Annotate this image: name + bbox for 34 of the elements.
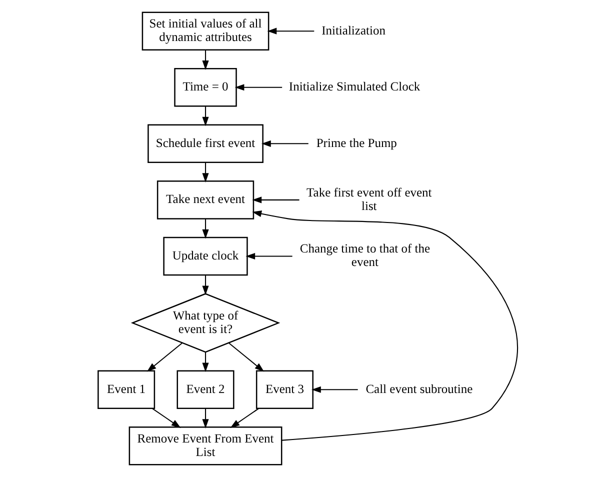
node-box: Event 1: [97, 370, 155, 409]
node-text: Initialize Simulated Clock: [288, 80, 420, 94]
arrow: [202, 162, 208, 182]
arrow: [151, 408, 180, 428]
arrow: [234, 84, 282, 91]
node-box: Remove Event From Event List: [128, 426, 282, 466]
arrow: [245, 252, 292, 260]
node-text: Prime the Pump: [316, 136, 396, 150]
arrow: [252, 196, 299, 204]
arrow: [261, 140, 308, 147]
arrow: [202, 408, 208, 428]
node-box: Event 3: [255, 370, 313, 409]
arrow: [202, 218, 208, 239]
arrow: [202, 50, 208, 70]
node-text: Take first event off event list: [306, 185, 432, 213]
node-box: Set initial values of all dynamic attributes: [141, 12, 269, 50]
arrow: [266, 28, 314, 34]
arrow: [230, 408, 259, 428]
node-box: Update clock: [162, 236, 248, 276]
arrow: [202, 352, 208, 372]
node-box: Schedule first event: [147, 124, 263, 164]
node-box: Time = 0: [174, 68, 236, 107]
node-box: Take next event: [156, 180, 254, 220]
node-text: Call event subroutine: [365, 382, 472, 396]
arrow: [311, 386, 358, 393]
node-text: Initialization: [321, 23, 385, 38]
arrow: [202, 275, 208, 296]
arrow: [252, 210, 518, 441]
arrow: [146, 342, 182, 372]
node-box: Event 2: [176, 370, 234, 409]
node-diamond: What type of event is it?: [130, 293, 280, 353]
arrow: [228, 342, 264, 372]
node-text: Change time to that of the event: [299, 242, 430, 270]
arrow: [202, 106, 208, 126]
